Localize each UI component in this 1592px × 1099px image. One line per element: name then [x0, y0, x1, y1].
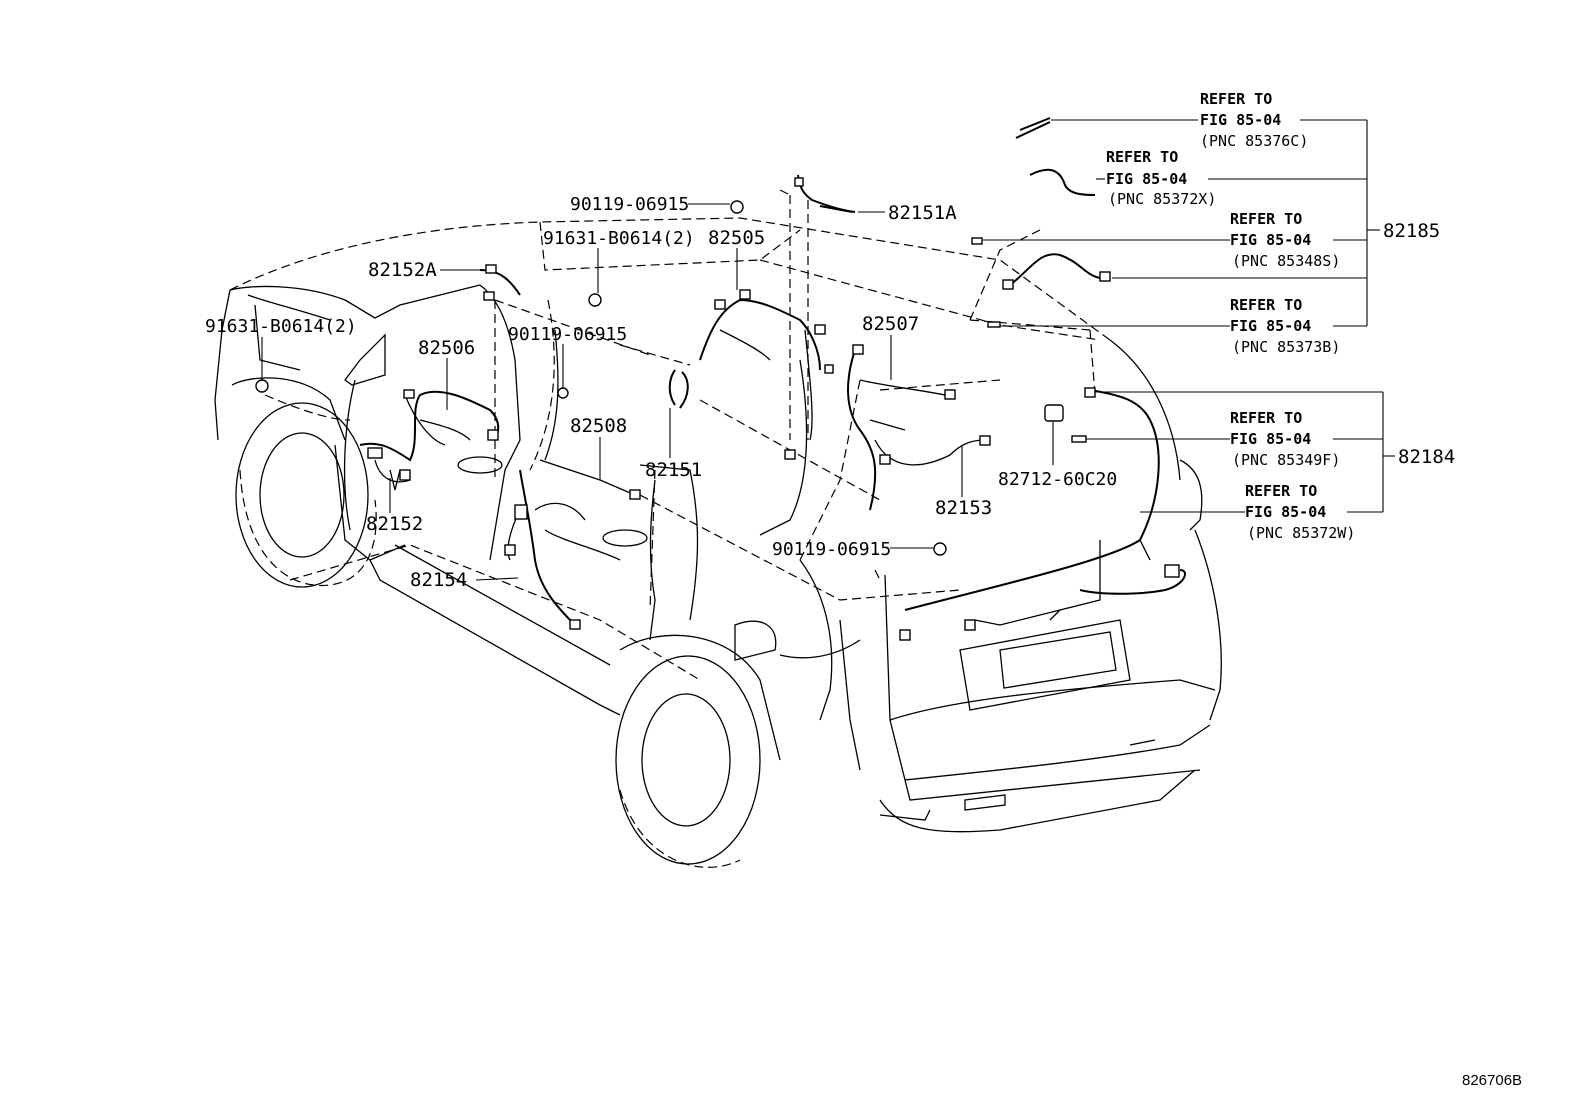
harness-82506	[359, 264, 521, 491]
svg-text:REFER TO: REFER TO	[1230, 409, 1302, 427]
svg-text:(PNC 85376C): (PNC 85376C)	[1200, 132, 1308, 150]
svg-text:REFER TO: REFER TO	[1245, 482, 1317, 500]
svg-text:(PNC 85372X): (PNC 85372X)	[1108, 190, 1216, 208]
label-82508: 82508	[570, 415, 627, 437]
label-82152A: 82152A	[368, 259, 437, 281]
label-82185: 82185	[1383, 220, 1440, 242]
svg-text:FIG 85-04: FIG 85-04	[1106, 170, 1187, 188]
harness-82508	[504, 459, 641, 630]
catalog-number: 826706B	[1462, 1072, 1522, 1089]
svg-text:FIG 85-04: FIG 85-04	[1230, 430, 1311, 448]
label-91631-B0614-left: 91631-B0614(2)	[205, 316, 357, 337]
refer-note-85349F: REFER TO FIG 85-04 (PNC 85349F)	[1230, 409, 1340, 469]
svg-text:(PNC 85348S): (PNC 85348S)	[1232, 252, 1340, 270]
label-82507: 82507	[862, 313, 919, 335]
label-82154: 82154	[410, 569, 467, 591]
part-labels: 90119-06915 82151A 91631-B0614(2) 82505 …	[205, 194, 1455, 591]
harness-82184	[899, 387, 1186, 641]
refer-note-85348S: REFER TO FIG 85-04 (PNC 85348S)	[1230, 210, 1340, 270]
harness-82151A	[794, 174, 856, 213]
harness-82151	[668, 359, 808, 536]
refer-notes: REFER TO FIG 85-04 (PNC 85376C) REFER TO…	[1106, 90, 1355, 542]
harness-82507	[847, 344, 991, 511]
label-82712-60C20: 82712-60C20	[998, 469, 1117, 490]
harness-82185	[971, 117, 1111, 328]
label-82151: 82151	[645, 459, 702, 481]
bolt-icons	[255, 200, 947, 556]
label-82184: 82184	[1398, 446, 1455, 468]
label-82506: 82506	[418, 337, 475, 359]
label-90119-06915-low: 90119-06915	[772, 539, 891, 560]
refer-note-85376C: REFER TO FIG 85-04 (PNC 85376C)	[1200, 90, 1308, 150]
harness-82505	[699, 289, 834, 460]
label-82153: 82153	[935, 497, 992, 519]
label-82152: 82152	[366, 513, 423, 535]
label-82505: 82505	[708, 227, 765, 249]
refer-note-85372X: REFER TO FIG 85-04 (PNC 85372X)	[1106, 148, 1216, 208]
leader-lines	[261, 119, 1395, 581]
label-91631-B0614-top: 91631-B0614(2)	[543, 228, 695, 249]
svg-text:(PNC 85349F): (PNC 85349F)	[1232, 451, 1340, 469]
svg-text:REFER TO: REFER TO	[1106, 148, 1178, 166]
svg-text:REFER TO: REFER TO	[1230, 296, 1302, 314]
svg-text:FIG 85-04: FIG 85-04	[1245, 503, 1326, 521]
svg-text:(PNC 85373B): (PNC 85373B)	[1232, 338, 1340, 356]
refer-note-85373B: REFER TO FIG 85-04 (PNC 85373B)	[1230, 296, 1340, 356]
svg-text:FIG 85-04: FIG 85-04	[1230, 317, 1311, 335]
svg-text:REFER TO: REFER TO	[1230, 210, 1302, 228]
svg-text:FIG 85-04: FIG 85-04	[1230, 231, 1311, 249]
label-82151A: 82151A	[888, 202, 957, 224]
svg-text:FIG 85-04: FIG 85-04	[1200, 111, 1281, 129]
harness-drawings	[255, 117, 1186, 641]
refer-note-85372W: REFER TO FIG 85-04 (PNC 85372W)	[1245, 482, 1355, 542]
svg-text:REFER TO: REFER TO	[1200, 90, 1272, 108]
part-82712	[1044, 404, 1064, 422]
label-90119-06915-mid: 90119-06915	[508, 324, 627, 345]
svg-text:(PNC 85372W): (PNC 85372W)	[1247, 524, 1355, 542]
label-90119-06915-top: 90119-06915	[570, 194, 689, 215]
